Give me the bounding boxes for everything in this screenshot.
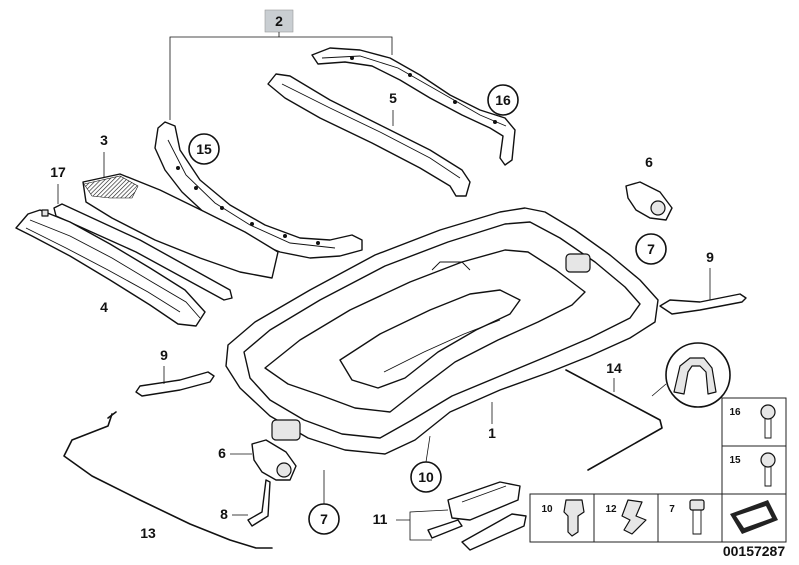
legend-16-label: 16	[729, 407, 741, 418]
part-3-label: 3	[100, 132, 108, 148]
part-13-drain-tube: 13	[63, 411, 273, 549]
part-6-drive-motor-top: 6 7	[625, 154, 673, 265]
part-9-drive-cable-left: 9	[135, 347, 215, 397]
legend-10-label: 10	[541, 504, 553, 515]
part-9-drive-cable-right: 9	[659, 249, 747, 315]
part-4-wind-deflector: 4	[15, 209, 206, 327]
part-2-callout: 2	[169, 9, 393, 120]
legend-12-label: 12	[605, 504, 617, 515]
fastener-legend-grid: 16 15 10 12 7	[529, 397, 787, 543]
part-15-frame-bracket: 15	[154, 121, 363, 259]
part-10-label: 10	[418, 469, 434, 485]
part-2-label: 2	[275, 13, 283, 29]
part-10-callout: 10	[410, 435, 442, 493]
part-8-label: 8	[220, 506, 228, 522]
part-5-cross-strut: 5	[267, 73, 471, 197]
part-7-top-label: 7	[647, 241, 655, 257]
legend-15-label: 15	[729, 455, 741, 466]
seal-detail-bubble	[665, 342, 731, 408]
part-9-right-label: 9	[706, 249, 714, 265]
legend-7-label: 7	[669, 504, 675, 515]
part-9-left-label: 9	[160, 347, 168, 363]
part-1-sunroof-frame: 1	[225, 207, 659, 455]
part-17-label: 17	[50, 164, 66, 180]
part-7-bottom-label: 7	[320, 511, 328, 527]
part-6-drive-motor-bottom: 6 7 8	[218, 439, 340, 535]
part-14-label: 14	[606, 360, 622, 376]
part-14-drain-hose: 14	[565, 342, 731, 471]
part-6-top-label: 6	[645, 154, 653, 170]
part-16-label: 16	[495, 92, 511, 108]
part-6-bottom-label: 6	[218, 445, 226, 461]
part-1-label: 1	[488, 425, 496, 441]
part-11-label: 11	[373, 511, 388, 527]
diagram-reference-number: 00157287	[723, 543, 786, 559]
part-17-seal-strip: 17	[50, 164, 233, 301]
part-3-sunshade-panel: 3	[82, 132, 279, 279]
part-13-label: 13	[140, 525, 156, 541]
part-4-label: 4	[100, 299, 108, 315]
part-16-frame-bracket: 16	[311, 47, 519, 166]
part-11-guide-slides: 11	[373, 481, 527, 551]
part-15-label: 15	[196, 141, 212, 157]
part-5-label: 5	[389, 90, 397, 106]
